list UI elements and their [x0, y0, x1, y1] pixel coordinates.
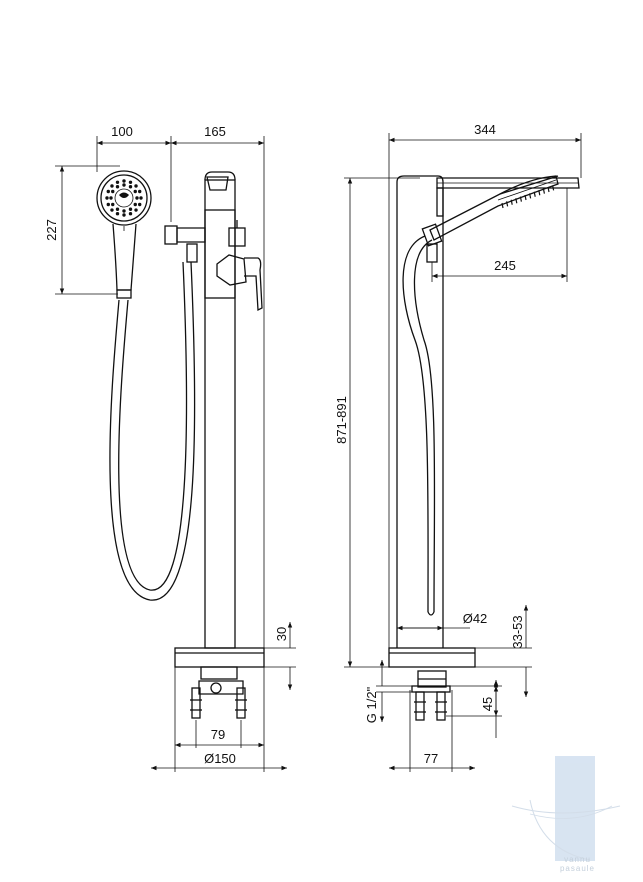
- nozzle-dot: [122, 209, 126, 213]
- side-nozzle-mark: [524, 194, 527, 201]
- dim-150-label: Ø150: [204, 751, 236, 766]
- nozzle-dot: [115, 207, 120, 211]
- side-nozzle-mark: [538, 190, 541, 196]
- dim-30-label: 30: [274, 627, 289, 641]
- diverter-knob-icon: [228, 227, 246, 247]
- nozzle-dot: [115, 180, 120, 184]
- nozzle-dot: [111, 202, 115, 207]
- nozzle-dot: [138, 189, 142, 194]
- nozzle-dot: [134, 208, 138, 212]
- spout-icon: [436, 177, 580, 189]
- dim-g12-label: G 1/2": [364, 686, 379, 723]
- dim-77-label: 77: [424, 751, 438, 766]
- watermark-line2: pasaule: [559, 864, 596, 873]
- nozzle-dot: [111, 189, 115, 194]
- nozzle-dot: [139, 196, 143, 200]
- watermark-logo: [511, 756, 621, 861]
- nozzle-dot: [135, 196, 139, 200]
- dim-42-label: Ø42: [463, 611, 488, 626]
- dim-100-label: 100: [111, 124, 133, 139]
- side-nozzle-mark: [510, 199, 513, 205]
- nozzle-dot: [128, 180, 133, 184]
- nozzle-dot: [110, 208, 114, 212]
- nozzle-dot: [122, 213, 126, 217]
- nozzle-dot: [109, 196, 113, 200]
- nozzle-dot: [122, 183, 126, 187]
- main-pipe: [204, 179, 236, 649]
- mounting-bracket-icon: [190, 666, 247, 719]
- dim-45-label: 45: [480, 697, 495, 711]
- side-nozzle-mark: [552, 185, 555, 191]
- side-nozzle-mark: [515, 198, 518, 204]
- nozzle-dot: [115, 212, 120, 216]
- side-bracket-icon: [411, 670, 451, 721]
- front-view: 100 165 227: [44, 124, 296, 772]
- nozzle-dot: [134, 184, 138, 188]
- side-nozzle-mark: [533, 191, 536, 197]
- nozzle-dot: [138, 202, 142, 207]
- side-view: 344 871-891 245 Ø42: [334, 122, 582, 772]
- hand-shower-icon: [96, 170, 152, 299]
- side-hose-icon: [402, 235, 429, 613]
- nozzle-dot: [106, 202, 110, 207]
- base-plate: [174, 647, 265, 668]
- side-nozzle-mark: [547, 186, 550, 193]
- side-nozzle-mark: [519, 196, 522, 202]
- dim-227-label: 227: [44, 219, 59, 241]
- nozzle-dot: [133, 202, 137, 207]
- nozzle-dot: [133, 189, 137, 194]
- dim-79-label: 79: [211, 727, 225, 742]
- side-nozzle-mark: [529, 193, 532, 199]
- dim-871-891-label: 871-891: [334, 396, 349, 444]
- dim-33-53-label: 33-53: [510, 615, 525, 648]
- side-nozzle-mark: [506, 201, 509, 207]
- side-base-plate: [388, 647, 476, 668]
- spray-nozzles: [105, 179, 143, 217]
- watermark-line1: vannu: [564, 855, 591, 864]
- side-main-pipe: [396, 175, 444, 648]
- mixer-lever-icon: [216, 254, 263, 312]
- hose-holder-icon: [164, 225, 206, 263]
- side-nozzle-mark: [501, 202, 504, 209]
- nozzle-dot: [110, 184, 114, 188]
- watermark-text: vannu pasaule: [555, 855, 600, 873]
- dim-165-label: 165: [204, 124, 226, 139]
- nozzle-dot: [128, 185, 133, 189]
- dim-245-label: 245: [494, 258, 516, 273]
- nozzle-dot: [128, 207, 133, 211]
- side-spray-nozzles: [501, 185, 555, 209]
- nozzle-dot: [106, 189, 110, 194]
- nozzle-dot: [122, 179, 126, 183]
- nozzle-dot: [128, 212, 133, 216]
- nozzle-dot: [115, 185, 120, 189]
- side-nozzle-mark: [542, 188, 545, 194]
- dim-344-label: 344: [474, 122, 496, 137]
- shower-hose-icon: [109, 261, 196, 601]
- nozzle-dot: [105, 196, 109, 200]
